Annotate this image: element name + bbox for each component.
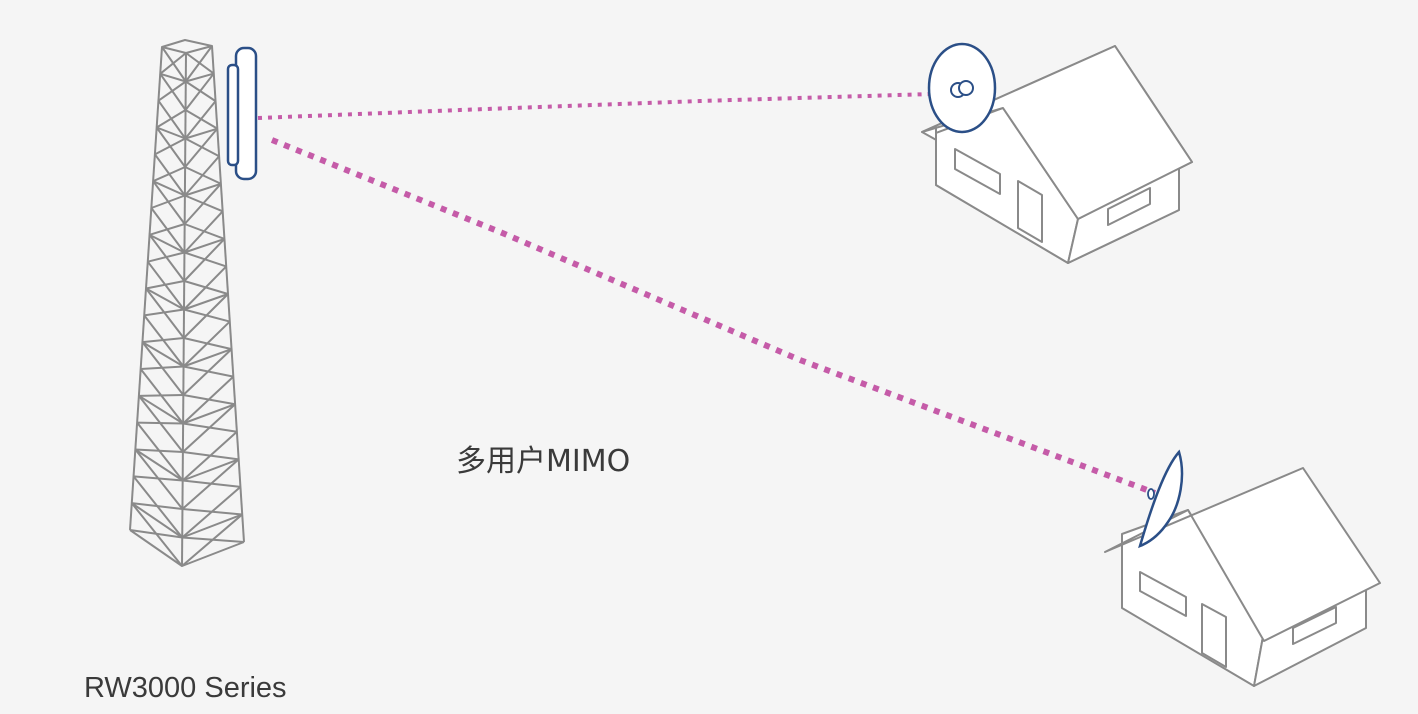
series-label: RW3000 Series xyxy=(84,672,287,704)
tower-brace xyxy=(183,265,227,311)
tower-brace xyxy=(184,155,220,197)
tower-brace xyxy=(131,502,183,539)
house-icon xyxy=(921,45,1193,264)
tower-brace xyxy=(181,458,240,510)
tower-brace xyxy=(134,448,184,482)
tower-brace xyxy=(183,210,224,254)
tower-brace xyxy=(182,348,233,396)
mu-mimo-label: 多用户MIMO xyxy=(456,444,631,479)
link-to-house-1 xyxy=(257,92,933,120)
tower-brace xyxy=(131,502,183,510)
tower-brace xyxy=(159,72,187,83)
tower-brace xyxy=(183,238,226,282)
tower-brace xyxy=(144,308,185,317)
tower-brace xyxy=(142,337,184,344)
tower-brace xyxy=(181,431,238,482)
tower-brace xyxy=(182,375,235,425)
tower-brace xyxy=(150,207,186,254)
tower-brace xyxy=(183,293,229,339)
tower-brace xyxy=(185,72,215,83)
tower-brace xyxy=(159,73,187,111)
tower-brace xyxy=(159,52,187,75)
tower-brace xyxy=(184,45,213,83)
lattice-tower-icon xyxy=(129,39,245,567)
dish-antenna-icon xyxy=(1138,449,1184,549)
tower-brace xyxy=(141,341,185,368)
tower-brace xyxy=(182,403,236,453)
tower-brace xyxy=(157,100,187,140)
tower-brace xyxy=(145,287,185,311)
tower-brace xyxy=(184,182,222,197)
tower-brace xyxy=(181,513,243,567)
tower-brace xyxy=(185,127,218,140)
tower-brace xyxy=(152,166,186,183)
tower-brace xyxy=(182,320,231,368)
tower-brace xyxy=(152,180,186,197)
tower-brace xyxy=(156,109,187,129)
tower-brace xyxy=(138,394,184,397)
tower-brace xyxy=(184,237,225,254)
tower-brace xyxy=(154,153,186,197)
tower-brace xyxy=(156,126,186,140)
tower-brace xyxy=(181,513,243,539)
house-icon xyxy=(1104,467,1381,687)
panel-antenna-icon xyxy=(226,46,258,181)
tower-brace xyxy=(183,183,222,225)
tower-brace xyxy=(135,448,183,453)
tower-brace xyxy=(183,348,232,368)
dish-antenna-icon xyxy=(927,42,997,134)
tower-brace xyxy=(182,458,240,482)
tower-brace xyxy=(184,100,217,140)
tower-brace xyxy=(154,137,186,156)
link-to-house-2 xyxy=(270,137,1157,496)
tower-brace xyxy=(157,80,187,102)
tower-brace xyxy=(182,403,236,425)
tower-brace xyxy=(150,194,186,209)
tower-brace xyxy=(184,72,215,111)
tower-brace xyxy=(140,365,184,370)
tower-brace xyxy=(184,128,219,168)
tower-brace xyxy=(149,233,185,254)
tower-brace xyxy=(152,180,186,225)
tower-brace xyxy=(129,529,183,539)
tower-brace xyxy=(161,46,187,83)
tower-brace xyxy=(147,251,185,263)
tower-brace xyxy=(149,223,185,236)
tower-brace xyxy=(155,126,186,168)
tower-brace xyxy=(181,486,242,539)
tower-brace xyxy=(138,394,184,425)
tower-brace xyxy=(133,475,183,482)
tower-brace xyxy=(137,421,184,425)
wireless-links xyxy=(257,92,1157,496)
tower-brace xyxy=(183,293,229,311)
tower-brace xyxy=(145,280,185,290)
